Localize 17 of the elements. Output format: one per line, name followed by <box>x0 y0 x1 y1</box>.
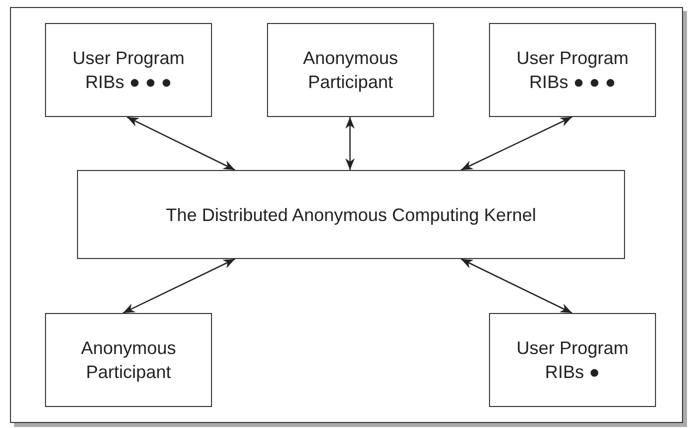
box-label: Anonymous Participant <box>302 47 400 94</box>
process-box <box>77 170 625 259</box>
process-box <box>45 313 212 407</box>
double-arrow <box>460 258 572 314</box>
double-arrow <box>122 258 236 314</box>
process-box <box>45 23 212 117</box>
process-box <box>489 23 656 117</box>
process-box <box>489 313 656 407</box>
process-box <box>267 23 434 117</box>
double-arrow <box>345 117 355 170</box>
box-label: Anonymous Participant <box>80 337 178 384</box>
box-label: User Program RIBs ● ● ● <box>515 47 630 94</box>
double-arrow <box>460 116 572 171</box>
double-arrow <box>126 116 236 171</box>
box-label: User Program RIBs ● <box>515 337 630 384</box>
box-label: The Distributed Anonymous Computing Kernel <box>166 204 536 226</box>
box-label: User Program RIBs ● ● ● <box>71 47 186 94</box>
